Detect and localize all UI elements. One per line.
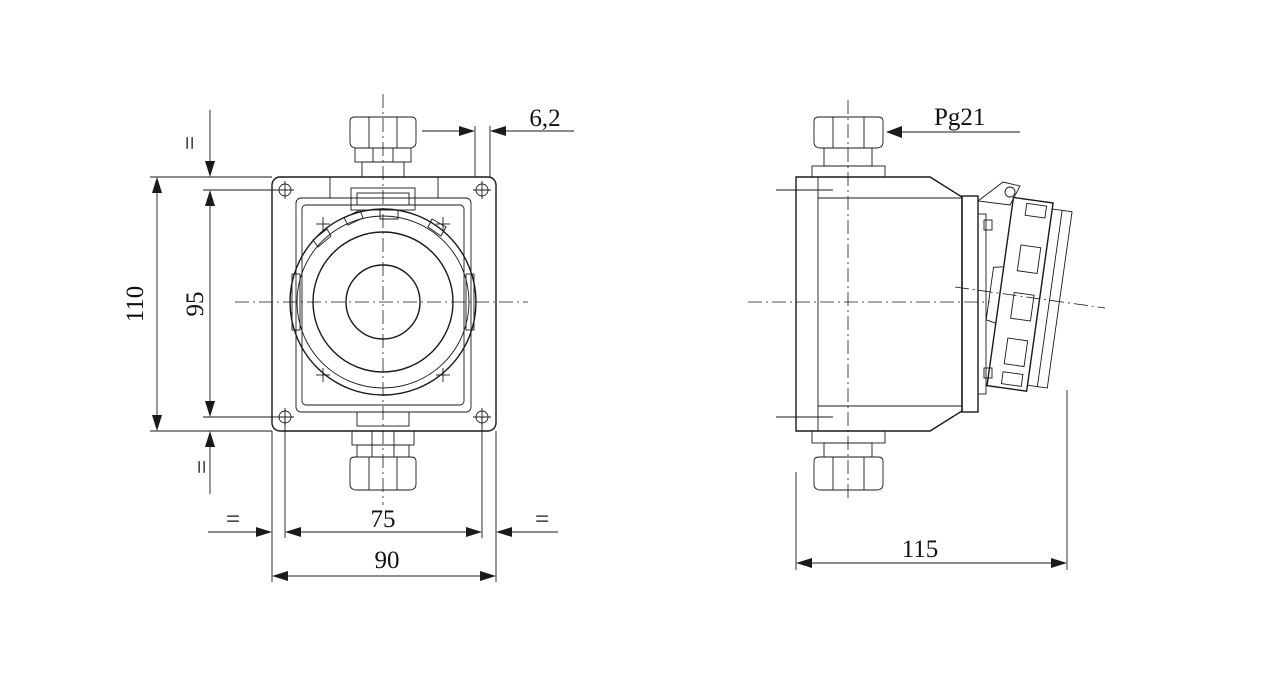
lid-hinge: [976, 181, 1021, 206]
mounting-plate: [271, 176, 497, 432]
arrowhead: [152, 177, 162, 193]
socket-handle: [985, 266, 1004, 324]
side-view: [748, 100, 1106, 500]
dimension-label-hole-spacing-vertical: 95: [182, 292, 209, 317]
equal-mark-top: =: [177, 136, 204, 150]
bottom-latch: [356, 411, 410, 427]
arrowhead: [152, 415, 162, 431]
arrowhead: [886, 126, 902, 138]
socket-rim: [296, 215, 470, 389]
socket-gasket: [977, 213, 987, 395]
dimension-label-overall-depth: 115: [902, 536, 939, 563]
rim-tab: [379, 209, 399, 220]
arrowhead: [1051, 558, 1067, 568]
arrowhead: [796, 558, 812, 568]
lid-inner-line: [1036, 210, 1063, 387]
housing-body: [795, 176, 963, 432]
lid-tab: [1003, 337, 1029, 368]
socket-body: [312, 231, 454, 373]
dimension-label-overall-width: 90: [375, 547, 400, 574]
hinge-pin: [1004, 186, 1016, 198]
socket-side-lug-left: [291, 273, 301, 331]
equal-mark-bottom: =: [189, 460, 216, 474]
arrowhead: [490, 126, 506, 136]
rim-tab: [343, 209, 364, 226]
arrowhead: [285, 527, 301, 537]
arrowhead: [256, 527, 272, 537]
side-dimensions: Pg21 115: [795, 104, 1068, 570]
front-dimensions: 110 95 = = 75 = =: [122, 105, 574, 582]
arrowhead: [496, 527, 512, 537]
inner-holes: [316, 217, 450, 382]
socket-ring-side: [986, 196, 1054, 392]
side-screw: [983, 219, 993, 231]
arrowhead: [480, 571, 496, 581]
socket-front-plate: [961, 195, 979, 413]
arrowhead: [205, 190, 215, 206]
mounting-hole-top-right: [473, 181, 491, 199]
socket-side-lug-right: [465, 273, 475, 331]
arrowhead: [205, 401, 215, 417]
lid-tab: [1000, 371, 1024, 387]
side-cable-gland-bottom: [811, 430, 886, 491]
tilted-socket: [985, 196, 1073, 392]
dimension-label-flange-offset: 6,2: [529, 105, 560, 132]
arrowhead: [205, 431, 215, 447]
side-cable-gland-top: [811, 116, 886, 178]
equal-mark-left: =: [226, 506, 240, 533]
rim-tab: [312, 228, 332, 248]
cable-gland-label: Pg21: [934, 104, 985, 131]
dimension-label-hole-spacing-horizontal: 75: [371, 506, 396, 533]
front-cable-gland-top: [349, 116, 417, 178]
lid-tab: [1010, 291, 1035, 322]
socket-opening: [345, 264, 421, 340]
socket-outer-ring: [289, 208, 477, 396]
lid-latch-inner: [356, 192, 410, 206]
arrowhead: [272, 571, 288, 581]
arrowhead: [459, 126, 475, 136]
front-cable-gland-bottom: [349, 430, 417, 491]
dimension-label-overall-height: 110: [122, 286, 149, 323]
side-socket-axis: [954, 286, 1106, 309]
lid-tab: [1024, 202, 1048, 219]
equal-mark-right: =: [535, 506, 549, 533]
arrowhead: [205, 161, 215, 177]
lid-tab: [1016, 244, 1042, 274]
arrowhead: [466, 527, 482, 537]
rim-tab: [427, 218, 447, 237]
front-view: [235, 94, 528, 505]
